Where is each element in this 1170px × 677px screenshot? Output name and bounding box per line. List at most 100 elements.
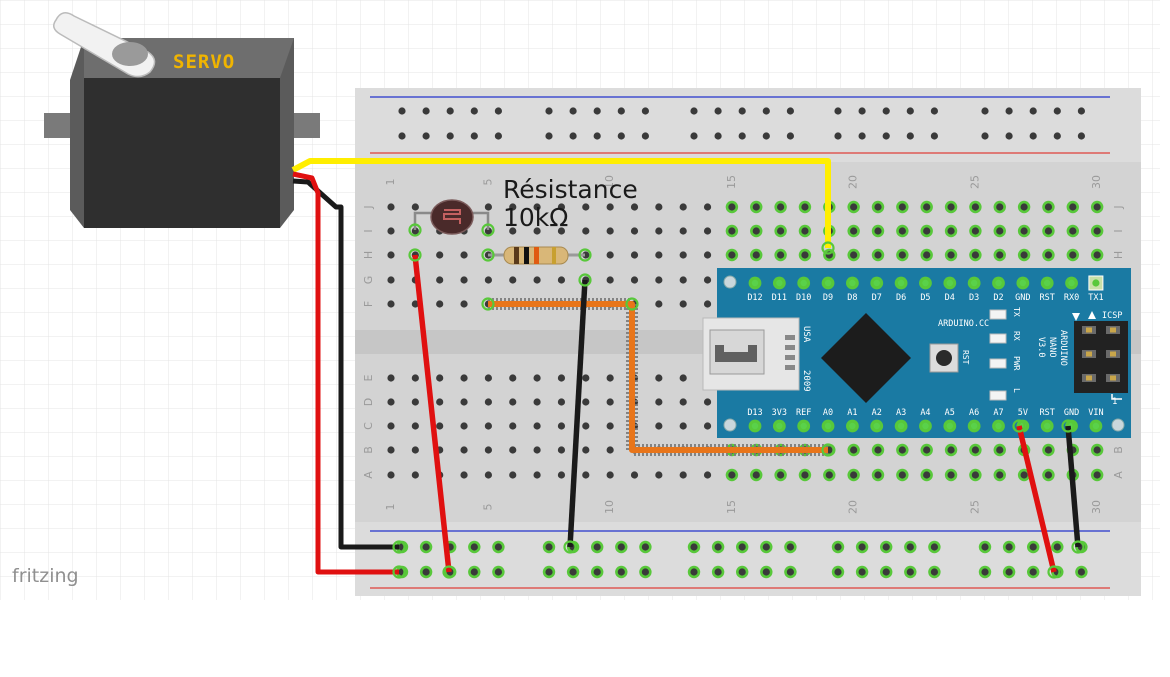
- nano-5v-jumper-red: [1016, 425, 1057, 573]
- bb-hole: [1093, 471, 1101, 479]
- bb-hole: [557, 398, 566, 406]
- bb-hole: [606, 422, 614, 430]
- wire-endpoint: [578, 273, 592, 287]
- bb-hole: [752, 471, 760, 479]
- rail-hole: [470, 132, 478, 140]
- bb-hole: [1044, 203, 1053, 211]
- bb-hole: [606, 276, 614, 284]
- microcontroller-chip: [821, 313, 911, 403]
- top-pin-label: GND: [1015, 293, 1030, 303]
- wire-endpoint: [392, 565, 406, 579]
- photoresistor[interactable]: [413, 199, 490, 235]
- rail-hole: [981, 568, 989, 576]
- rail-hole: [930, 107, 939, 115]
- bb-hole: [557, 446, 566, 454]
- bb-hole: [1020, 203, 1028, 211]
- bb-hole: [996, 203, 1004, 211]
- bb-hole: [971, 251, 980, 259]
- bb-hole: [703, 300, 712, 308]
- wire-end-points: [392, 223, 1085, 579]
- bb-hole: [655, 471, 663, 479]
- rail-hole: [422, 568, 430, 576]
- top-pin-label: RST: [1040, 293, 1055, 303]
- bb-hole: [923, 203, 931, 211]
- bb-hole: [655, 203, 663, 211]
- bb-hole: [582, 398, 590, 406]
- pin-hole: [1092, 279, 1100, 287]
- pin-hole: [751, 279, 759, 287]
- top-pin-label: RX0: [1064, 293, 1079, 303]
- bb-hole: [679, 300, 687, 308]
- bb-hole: [679, 276, 687, 284]
- bb-hole: [533, 227, 541, 235]
- pin-hole: [1092, 422, 1100, 430]
- wire-endpoint: [1012, 419, 1026, 433]
- bb-hole: [996, 471, 1004, 479]
- servo-motor[interactable]: SERVO: [44, 12, 320, 228]
- pin-hole: [1044, 422, 1051, 430]
- rail-hole: [858, 132, 866, 140]
- bb-hole: [655, 374, 663, 382]
- bb-hole: [898, 203, 906, 211]
- rail-hole: [714, 568, 722, 576]
- signal-wire-yellow: [291, 158, 831, 248]
- rail-hole: [930, 568, 939, 576]
- bb-hole: [728, 227, 736, 235]
- rail-hole: [906, 132, 914, 140]
- bb-hole: [801, 227, 809, 235]
- wire-endpoint: [481, 223, 495, 237]
- bb-hole: [1020, 471, 1028, 479]
- rst-button-label: RST: [961, 350, 970, 365]
- rail-hole: [981, 543, 989, 551]
- wire-endpoint: [821, 241, 835, 255]
- wire-endpoint: [1071, 540, 1085, 554]
- mounting-hole: [723, 418, 737, 432]
- bb-hole: [484, 374, 492, 382]
- bb-hole: [655, 227, 663, 235]
- jumper-wires: [412, 254, 1081, 573]
- power-jumper-red: [412, 254, 452, 573]
- bb-hole: [655, 251, 663, 259]
- rail-hole: [494, 107, 502, 115]
- reset-button[interactable]: [929, 343, 959, 373]
- bb-hole: [436, 422, 444, 430]
- rail-hole: [398, 132, 406, 140]
- rail-hole: [1029, 132, 1037, 140]
- bottom-pin-label: A5: [945, 408, 955, 418]
- bb-hole: [801, 251, 809, 259]
- breadboard-holes: [387, 107, 1104, 579]
- bb-hole: [777, 251, 785, 259]
- column-number: 25: [968, 175, 981, 189]
- bb-hole: [460, 422, 468, 430]
- rail-hole: [641, 132, 650, 140]
- bb-hole: [1093, 227, 1101, 235]
- bb-hole: [557, 203, 566, 211]
- bb-hole: [411, 374, 419, 382]
- top-pin-label: D12: [747, 293, 762, 303]
- rail-hole: [1077, 107, 1085, 115]
- pin-hole: [751, 422, 759, 430]
- ground-jumper-black: [567, 279, 588, 548]
- bottom-pin-label: RST: [1040, 408, 1055, 418]
- led-pwr: [989, 358, 1007, 369]
- bb-hole: [703, 203, 712, 211]
- row-label: F: [362, 301, 375, 307]
- bb-hole: [387, 471, 395, 479]
- bb-hole: [874, 203, 882, 211]
- pin-hole: [995, 422, 1002, 430]
- row-label: E: [362, 374, 375, 381]
- rail-hole: [617, 107, 625, 115]
- bottom-pin-label: A0: [823, 408, 833, 418]
- rail-hole: [593, 107, 601, 115]
- bb-hole: [898, 446, 906, 454]
- bb-hole: [533, 203, 541, 211]
- resistor-10k[interactable]: [488, 246, 585, 265]
- row-label: J: [362, 205, 375, 209]
- bb-hole: [947, 203, 955, 211]
- bb-hole: [557, 374, 566, 382]
- led-rx: [989, 333, 1007, 344]
- wire-endpoint: [821, 443, 835, 457]
- rail-hole: [762, 543, 770, 551]
